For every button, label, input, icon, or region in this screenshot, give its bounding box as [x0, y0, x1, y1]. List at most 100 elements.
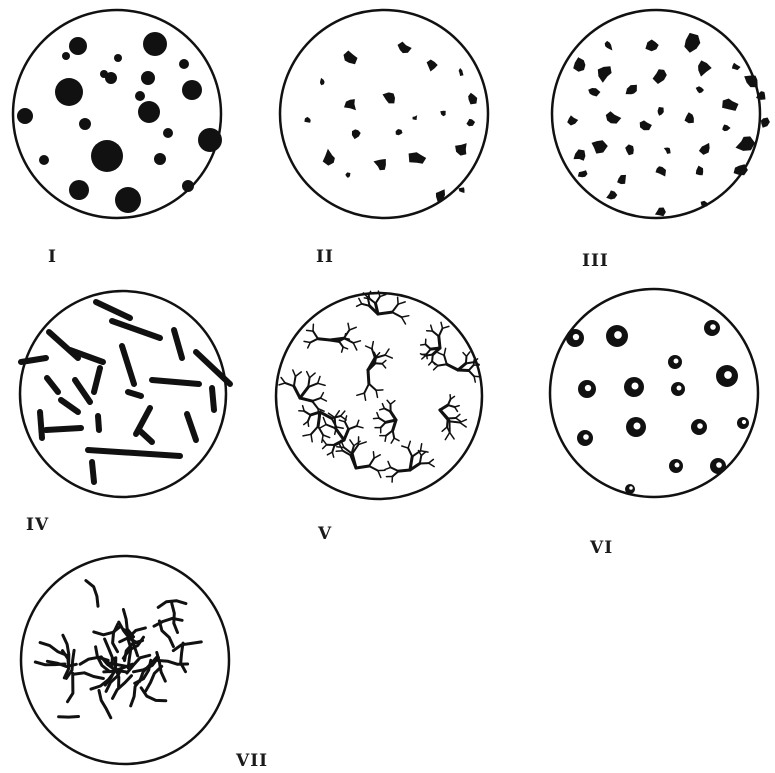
dendrite-branch — [308, 378, 309, 387]
panel-2-label: II — [316, 247, 334, 267]
irregular-speck — [427, 60, 438, 72]
dendrite-branch — [466, 362, 474, 363]
dendrite-branch — [353, 341, 360, 343]
dendrite-branch — [402, 316, 409, 317]
rod — [21, 358, 46, 362]
round-blob — [138, 101, 160, 123]
star-fleck — [605, 41, 613, 51]
dendrite-branch — [442, 427, 447, 431]
irregular-speck — [436, 189, 445, 203]
dendrite-branch — [370, 299, 376, 304]
dendrite-branch — [431, 325, 433, 331]
rosette-center — [634, 423, 641, 430]
dendrite-branch — [337, 447, 344, 448]
rosette-center — [677, 386, 682, 391]
dendrite-branch — [379, 418, 386, 422]
dendrite-branch — [339, 420, 345, 422]
rosette-center — [573, 334, 579, 340]
thread — [40, 643, 67, 656]
dendrite-branch — [388, 461, 391, 467]
star-fleck — [722, 99, 738, 111]
round-blob — [154, 153, 166, 165]
dendrite-branch — [377, 413, 379, 419]
panel-7: VII — [21, 556, 268, 771]
dendrite-branch — [455, 407, 458, 411]
dendrite-branch — [382, 360, 386, 363]
dendrite-branch — [375, 363, 382, 364]
panel-2-particles — [304, 42, 477, 204]
star-fleck — [664, 148, 671, 154]
rosette-center — [614, 331, 622, 339]
dendrite-branch — [391, 467, 399, 471]
dendrite-branch — [467, 352, 470, 356]
round-blob — [69, 37, 87, 55]
panel-5-circle — [276, 293, 482, 499]
dendrite-branch — [307, 330, 313, 331]
panel-1: I — [13, 10, 222, 267]
dendrite-branch — [320, 425, 326, 429]
dendrite-branch — [357, 426, 363, 428]
dendrite-branch — [318, 412, 320, 426]
dendrite-branch — [349, 426, 357, 429]
dendrite-branch — [313, 331, 318, 339]
dendrite-branch — [356, 466, 369, 468]
round-blob — [91, 140, 123, 172]
dendrite-branch — [375, 357, 376, 364]
dendrite-branch — [321, 398, 327, 401]
dendrite-branch — [322, 435, 323, 442]
star-fleck — [567, 115, 578, 125]
dendrite-branch — [318, 339, 330, 340]
rod — [40, 412, 42, 438]
star-fleck — [592, 140, 608, 153]
dendrite-branch — [376, 297, 380, 304]
dendrite-branch — [341, 411, 345, 416]
thread — [63, 635, 69, 664]
rosette-center — [710, 324, 716, 330]
panel-6-particles — [566, 320, 749, 494]
dendrite-branch — [332, 452, 333, 457]
panel-3-particles — [567, 33, 770, 216]
star-fleck — [736, 136, 756, 151]
rod — [47, 378, 58, 392]
dendrite-branch — [447, 364, 458, 370]
dendrite-branch — [318, 383, 325, 385]
dendrite-branch — [323, 445, 327, 449]
dendrite-branch — [420, 456, 422, 464]
dendrite-branch — [385, 467, 391, 469]
irregular-speck — [352, 129, 361, 139]
rosette-center — [632, 383, 639, 390]
dendrite-branch — [368, 370, 369, 384]
dendrite-branch — [456, 414, 460, 418]
rod — [139, 430, 152, 442]
dendrite-branch — [440, 410, 450, 421]
dendrite-branch — [352, 454, 356, 468]
rod — [61, 400, 78, 412]
dendrite-branch — [323, 435, 330, 438]
star-fleck — [696, 166, 703, 176]
round-blob — [55, 78, 83, 106]
dendrite-branch — [348, 323, 349, 330]
irregular-speck — [304, 117, 310, 123]
round-blob — [17, 108, 33, 124]
panel-4: IV — [20, 291, 230, 535]
dendrite-branch — [392, 312, 401, 317]
round-blob — [141, 71, 155, 85]
dendrite-branch — [429, 361, 432, 365]
rod — [212, 388, 214, 410]
irregular-speck — [468, 93, 477, 105]
round-blob — [100, 70, 108, 78]
panel-2: II — [280, 10, 488, 267]
star-fleck — [640, 120, 652, 130]
dendrite-branch — [421, 444, 422, 451]
rod — [96, 302, 130, 318]
rod — [46, 428, 81, 430]
rosette-center — [742, 420, 746, 424]
dendrite-branch — [378, 471, 381, 478]
irregular-speck — [459, 68, 464, 76]
round-blob — [198, 128, 222, 152]
dendrite-branch — [391, 401, 395, 405]
dendrite-branch — [399, 470, 411, 471]
dendrite-branch — [369, 458, 374, 466]
dendrite-branch — [376, 390, 377, 397]
